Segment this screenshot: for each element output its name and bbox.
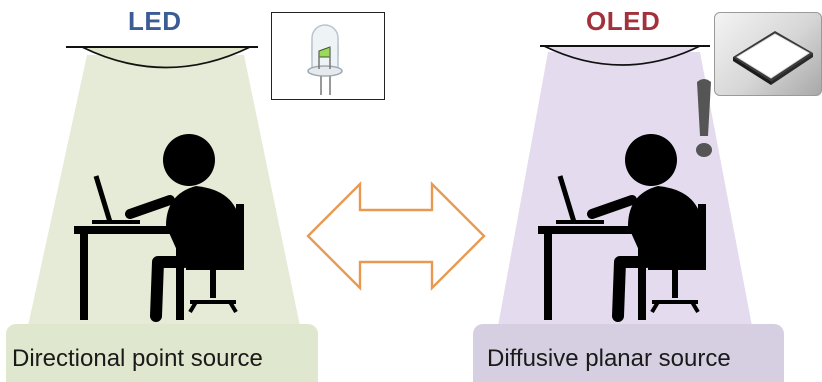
oled-thumbnail [714,12,822,96]
led-bulb-icon [307,24,343,95]
led-thumbnail [271,12,385,100]
led-ceiling-lamp [81,46,251,69]
oled-panel-icon [733,31,813,85]
led-title: LED [128,6,182,36]
led-caption: Directional point source [6,324,318,382]
exclamation-icon [696,79,712,157]
oled-title: OLED [586,6,661,36]
led-light-beam [28,55,300,326]
oled-ceiling-lamp [543,45,701,66]
double-arrow-icon [306,181,486,291]
oled-person-at-desk-icon [538,134,706,322]
oled-caption: Diffusive planar source [473,324,784,382]
led-person-at-desk-icon [74,134,244,322]
